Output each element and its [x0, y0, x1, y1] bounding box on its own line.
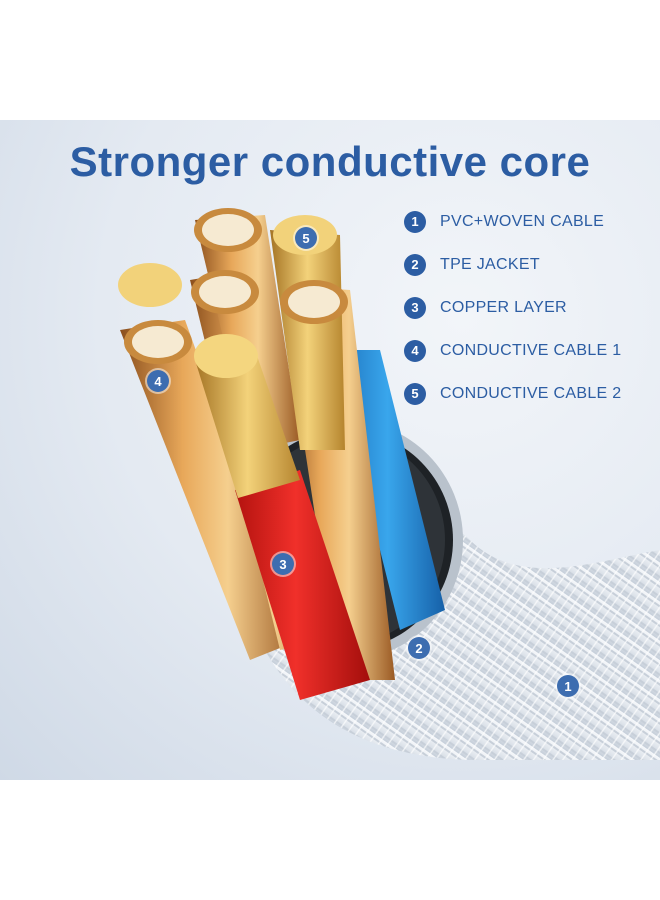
legend-label: TPE JACKET — [440, 255, 540, 273]
strand-end-right — [280, 280, 348, 324]
marker-2: 2 — [408, 637, 430, 659]
strand-end-left — [124, 320, 192, 364]
legend-label: COPPER LAYER — [440, 298, 567, 316]
legend-number: 2 — [404, 253, 426, 276]
legend-number: 3 — [404, 296, 426, 319]
cable-illustration — [118, 208, 660, 760]
strand-end-center — [191, 270, 259, 314]
legend-item: 4 CONDUCTIVE CABLE 1 — [404, 329, 654, 372]
product-image-panel: 5 4 3 2 1 — [0, 120, 660, 780]
legend: 1 PVC+WOVEN CABLE 2 TPE JACKET 3 COPPER … — [404, 200, 654, 415]
copper-bundle-left — [120, 320, 300, 660]
strand-end-red-gold — [194, 334, 258, 378]
legend-label: CONDUCTIVE CABLE 2 — [440, 384, 622, 402]
strand-end-left-gold — [118, 263, 182, 307]
marker-5: 5 — [295, 227, 317, 249]
legend-label: CONDUCTIVE CABLE 1 — [440, 341, 622, 359]
legend-item: 3 COPPER LAYER — [404, 286, 654, 329]
marker-1: 1 — [557, 675, 579, 697]
legend-item: 2 TPE JACKET — [404, 243, 654, 286]
legend-number: 4 — [404, 339, 426, 362]
strand-end-top — [194, 208, 262, 252]
marker-3: 3 — [272, 553, 294, 575]
legend-item: 1 PVC+WOVEN CABLE — [404, 200, 654, 243]
marker-4: 4 — [147, 370, 169, 392]
legend-item: 5 CONDUCTIVE CABLE 2 — [404, 372, 654, 415]
page-title: Stronger conductive core — [69, 138, 591, 185]
legend-number: 1 — [404, 210, 426, 233]
legend-label: PVC+WOVEN CABLE — [440, 212, 605, 230]
legend-number: 5 — [404, 382, 426, 405]
red-wire — [235, 470, 370, 700]
